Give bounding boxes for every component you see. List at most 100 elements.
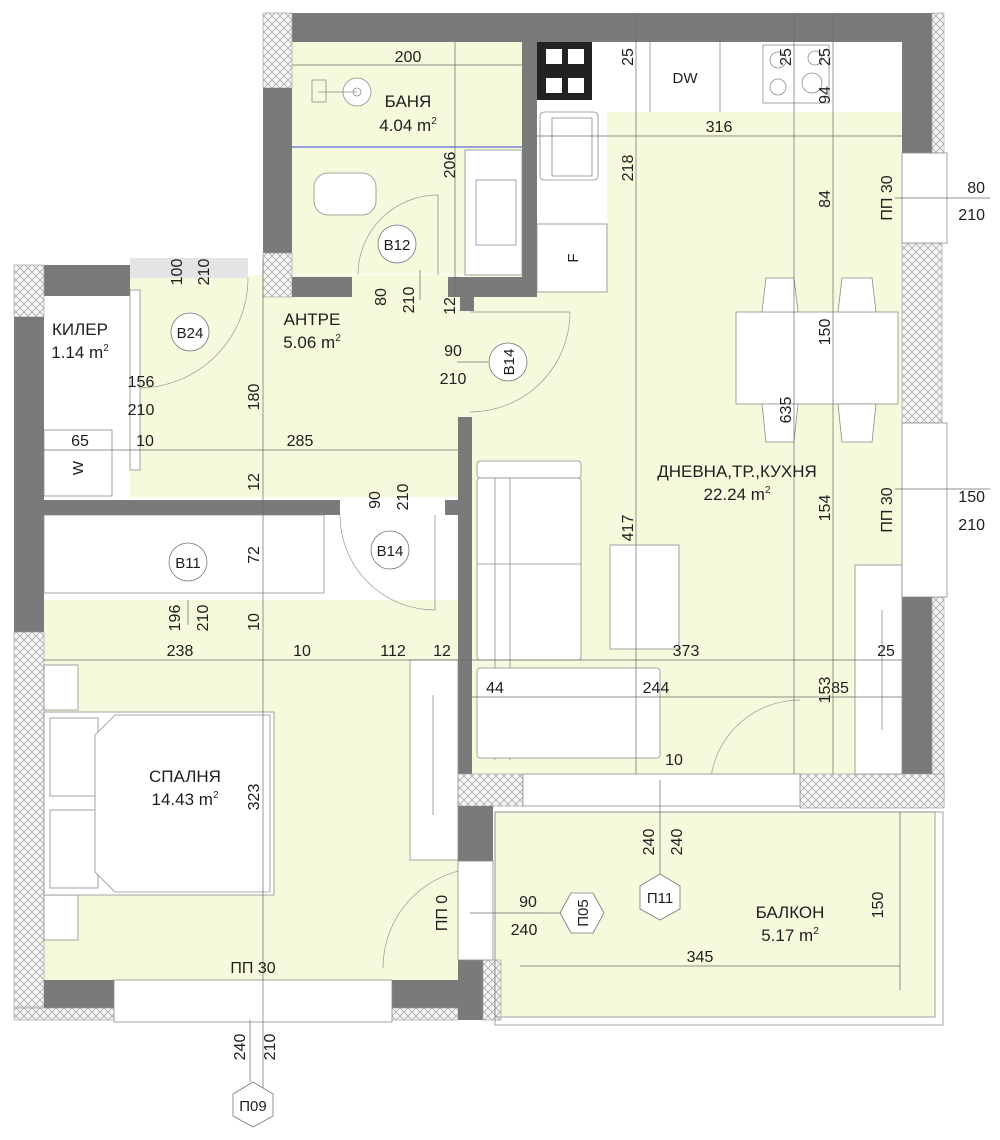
wall-bedroom-right <box>458 806 493 861</box>
dim-bed-10a: 10 <box>246 613 263 631</box>
window-living-bottom <box>522 773 801 807</box>
window-tags: П05 П11 П09 <box>232 873 681 1128</box>
window-kitchen-lower <box>901 422 948 598</box>
wall-top <box>292 13 932 42</box>
wall-right-lower <box>902 597 932 774</box>
hob-icon <box>762 44 830 104</box>
window-tag-p11-hex <box>639 873 681 921</box>
dim-b12-w: 80 <box>373 288 390 306</box>
dim-bed-12: 12 <box>433 643 451 660</box>
dim-hall-285: 285 <box>287 433 314 450</box>
dim-window-upper-w: 80 <box>967 180 985 197</box>
dim-living-44: 44 <box>486 680 504 697</box>
fridge-box <box>536 223 608 293</box>
insulation-left <box>13 631 45 1008</box>
washer-box <box>43 429 113 497</box>
door-tag-b12-circle <box>377 224 417 264</box>
washer-label: W <box>70 460 87 475</box>
dim-bath-width: 200 <box>395 49 422 66</box>
hob-ring-2 <box>807 50 823 66</box>
bedroom-cabinet-icon <box>409 659 459 861</box>
dim-living-373: 373 <box>673 643 700 660</box>
dim-p11-a: 240 <box>641 829 658 856</box>
kitchen-sink-icon <box>539 111 599 181</box>
wall-hall-stub <box>460 297 474 311</box>
insulation-living-bottom <box>799 773 945 809</box>
door-b14-bed-swing <box>339 514 436 611</box>
dim-table-150: 150 <box>817 319 834 346</box>
room-area-closet: 1.14 m2 <box>51 343 109 362</box>
wall-left <box>14 317 44 632</box>
wall-closet-top <box>44 265 130 296</box>
dim-bed-112: 112 <box>380 643 406 660</box>
dim-b14b-h: 210 <box>395 484 412 511</box>
dim-living-154: 154 <box>817 495 834 522</box>
insulation-bath-left-low <box>262 252 293 298</box>
dimension-lines <box>44 13 990 1100</box>
window-tag-p11: П11 <box>647 890 673 907</box>
wall-bedroom-top-left <box>44 500 340 515</box>
nightstand-icon <box>43 894 79 941</box>
door-tag-b14-entry-circle <box>488 342 528 382</box>
toilet-icon <box>313 172 377 216</box>
room-area-bath: 4.04 m2 <box>379 116 437 135</box>
wall-bedroom-bottom-left <box>44 980 114 1008</box>
dim-closet-65: 65 <box>71 433 89 450</box>
dim-window-upper-h: 210 <box>958 207 985 224</box>
dim-hall-12a: 12 <box>442 297 459 315</box>
room-name-hall: АНТРЕ <box>284 310 341 329</box>
burner-1 <box>546 49 562 64</box>
dim-p09-b: 210 <box>262 1034 279 1061</box>
dim-window-lower-w: 150 <box>958 489 985 506</box>
dim-kitchen-84: 84 <box>817 190 834 208</box>
door-balcony-bedroom <box>457 860 494 961</box>
room-name-balcony: БАЛКОН <box>756 903 825 922</box>
dim-p11-b: 240 <box>669 829 686 856</box>
room-area-balcony: 5.17 m2 <box>761 926 819 945</box>
wall-bath-left <box>263 88 292 253</box>
window-tag-p05-hex <box>559 892 605 934</box>
burner-3 <box>546 78 562 93</box>
bath-sink-icon <box>475 179 517 246</box>
door-tag-b14-bed: B14 <box>377 543 404 560</box>
pillow-icon <box>49 717 99 797</box>
dim-p09-a: 240 <box>232 1034 249 1061</box>
wall-bath-bottom-left <box>292 277 352 297</box>
wall-bedroom-top-right <box>445 500 460 515</box>
dim-wardrobe-72: 72 <box>246 546 263 564</box>
door-tags: B12 B24 B14 B14 B11 <box>168 224 528 582</box>
burner-2 <box>568 49 584 64</box>
dim-hall-12b: 12 <box>246 473 263 491</box>
fridge-label: F <box>565 253 582 262</box>
dim-balcony-150: 150 <box>870 892 887 919</box>
hob-ring-3 <box>769 78 787 96</box>
kitchen-counter-top <box>537 42 900 112</box>
dim-living-244: 244 <box>643 680 670 697</box>
sofa-seat-icon <box>476 477 582 661</box>
wall-bedroom-right-low <box>458 960 483 1020</box>
dim-kitchen-316: 316 <box>706 119 733 136</box>
sill-label-bedroom-balcony-door: ПП 0 <box>434 895 451 931</box>
dining-table-icon <box>735 311 899 405</box>
dim-closet-210: 210 <box>128 402 155 419</box>
dim-kitchen-25c: 25 <box>817 48 834 66</box>
sill-label-kitchen-lower: ПП 30 <box>879 487 896 532</box>
sofa-chaise-icon <box>476 667 661 759</box>
hob-ring-1 <box>769 51 787 69</box>
dim-living-10: 10 <box>665 752 683 769</box>
insulation-closet-corner <box>13 264 45 318</box>
window-tag-p05: П05 <box>575 899 592 926</box>
dim-bed-10b: 10 <box>293 643 311 660</box>
hob-ring-4 <box>801 72 823 94</box>
room-area-bedroom: 14.43 m2 <box>151 790 218 809</box>
insulation-bedroom-right <box>457 773 524 807</box>
room-area-living: 22.24 m2 <box>703 485 770 504</box>
door-tag-b24-circle <box>170 312 210 352</box>
pillow-icon <box>49 809 99 889</box>
furniture <box>43 42 903 941</box>
dim-b11-h: 210 <box>195 605 212 632</box>
room-area-hall: 5.06 m2 <box>283 333 341 352</box>
dim-kitchen-25b: 25 <box>778 48 795 66</box>
sill-label-bedroom-bottom: ПП 30 <box>230 960 275 977</box>
